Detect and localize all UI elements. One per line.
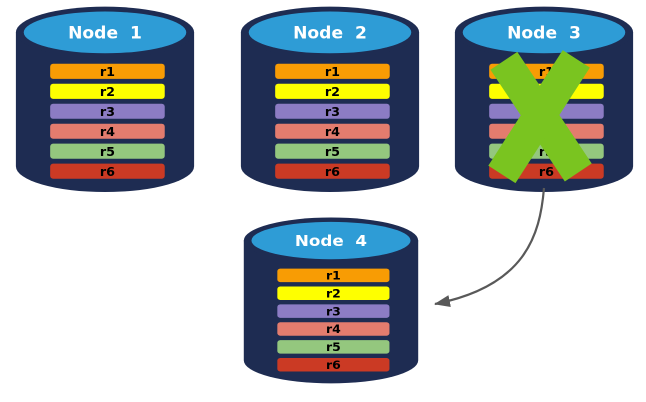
replication-arrow	[434, 187, 546, 307]
replica-bar	[50, 123, 165, 139]
replica-bar	[277, 304, 390, 318]
failure-x-mark	[488, 50, 592, 184]
cylinder-top-surface	[23, 11, 187, 54]
arrow-path	[434, 187, 546, 307]
replica-stack: r1 r2 r3 r4 r5 r6	[275, 63, 390, 180]
replica-bar	[50, 63, 165, 79]
node-label: Node 4	[295, 231, 367, 249]
replica-label: r2	[326, 287, 341, 300]
replica-bar	[50, 103, 165, 119]
replica-label: r6	[326, 359, 341, 372]
node-1: Node 1 r1 r2 r3 r4 r5 r6	[11, 5, 199, 195]
replica-bar	[50, 83, 165, 99]
replica-bar	[277, 357, 390, 372]
replica-label: r3	[325, 105, 340, 120]
replica-bar	[275, 103, 390, 119]
replica-label: r2	[100, 85, 115, 100]
x-stroke-slash	[488, 50, 590, 184]
replica-bar	[50, 143, 165, 159]
replica-label: r1	[325, 65, 340, 80]
replica-label: r5	[325, 145, 340, 160]
node-4: Node 4 r1 r2 r3 r4 r5 r6	[239, 216, 423, 386]
replica-label: r6	[539, 165, 554, 180]
replica-bar	[275, 123, 390, 139]
node-label: Node 2	[293, 23, 367, 43]
cylinder-top-surface	[248, 11, 412, 54]
replica-bar	[50, 163, 165, 179]
replica-label: r6	[325, 165, 340, 180]
replica-label: r6	[100, 165, 115, 180]
replica-bar	[277, 268, 390, 283]
replica-label: r1	[326, 269, 341, 282]
replica-bar	[275, 143, 390, 159]
replica-label: r4	[325, 125, 340, 140]
replica-bar	[275, 63, 390, 79]
replica-bar	[275, 83, 390, 99]
replica-label: r3	[100, 105, 115, 120]
cylinder-top-surface	[462, 11, 626, 54]
replica-bar	[275, 163, 390, 179]
replica-label: r4	[100, 125, 115, 140]
replica-stack: r1 r2 r3 r4 r5 r6	[50, 63, 165, 180]
replica-bar	[277, 286, 390, 300]
node-label: Node 1	[68, 23, 142, 43]
replica-label: r5	[326, 341, 341, 354]
replica-label: r3	[326, 305, 341, 318]
replica-label: r1	[100, 65, 115, 80]
node-label: Node 3	[507, 23, 581, 43]
cylinder-top-surface	[251, 221, 411, 260]
replica-bar	[277, 322, 390, 336]
replica-label: r5	[100, 145, 115, 160]
replica-label: r4	[326, 323, 341, 336]
replica-label: r2	[325, 85, 340, 100]
replica-stack: r1 r2 r3 r4 r5 r6	[277, 268, 390, 372]
node-2: Node 2 r1 r2 r3 r4 r5 r6	[236, 5, 424, 195]
replica-bar	[277, 340, 390, 354]
